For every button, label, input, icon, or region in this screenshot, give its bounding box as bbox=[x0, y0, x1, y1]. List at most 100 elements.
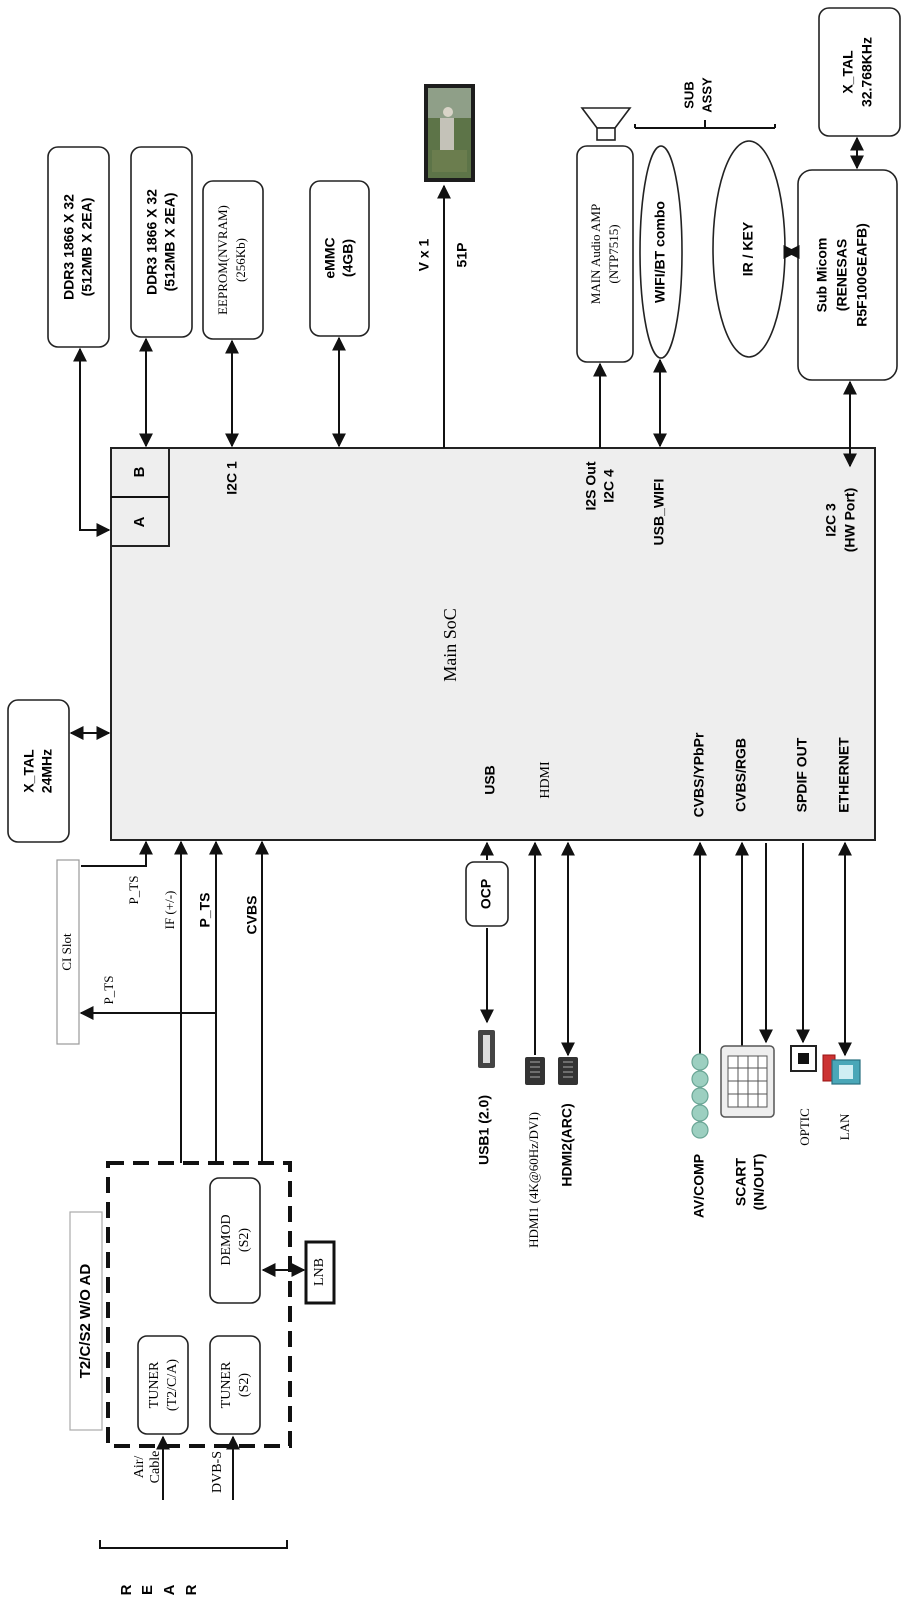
sub-micom-block: Sub Micom (RENESAS R5F100GEAFB) bbox=[797, 169, 898, 381]
micom-line1: Sub Micom bbox=[814, 238, 830, 313]
dvbs-label: DVB-S bbox=[210, 1451, 225, 1493]
xtal-32k-line1: X_TAL bbox=[840, 50, 856, 94]
port-a-label: A bbox=[131, 516, 148, 527]
ddr3-b-block: DDR3 1866 X 32 (512MB X 2EA) bbox=[130, 146, 193, 338]
xtal-32k-line2: 32.768KHz bbox=[859, 37, 875, 107]
ddr3-b-line2: (512MB X 2EA) bbox=[162, 193, 178, 292]
usb1-label: USB1 (2.0) bbox=[476, 1095, 492, 1165]
optic-label: OPTIC bbox=[797, 1108, 812, 1146]
speaker-icon bbox=[580, 107, 632, 141]
optical-port-icon bbox=[790, 1045, 817, 1072]
tuner-t2-line1: TUNER bbox=[147, 1361, 162, 1408]
svg-text:A: A bbox=[161, 1584, 178, 1595]
cvbs-rgb-label: CVBS/RGB bbox=[733, 738, 749, 812]
micom-line3: R5F100GEAFB) bbox=[854, 223, 870, 326]
spdif-out-label: SPDIF OUT bbox=[794, 737, 810, 812]
air-label-line1: Air/ bbox=[132, 1456, 147, 1479]
ddr3-a-line2: (512MB X 2EA) bbox=[79, 198, 95, 297]
usb-port-icon bbox=[478, 1030, 495, 1068]
i2s-out-label: I2S Out bbox=[583, 461, 599, 510]
rear-bracket bbox=[99, 1540, 288, 1549]
eeprom-line1: EEPROM(NVRAM) bbox=[215, 205, 230, 315]
xtal-24m-line2: 24MHz bbox=[39, 749, 55, 793]
emmc-line1: eMMC bbox=[322, 237, 338, 278]
port-b-label: B bbox=[131, 466, 148, 477]
ddr3-b-line1: DDR3 1866 X 32 bbox=[144, 189, 160, 295]
ocp-label: OCP bbox=[478, 879, 494, 909]
demod-block: DEMOD (S2) bbox=[209, 1177, 261, 1304]
micom-line2: (RENESAS bbox=[834, 239, 850, 311]
svg-text:R: R bbox=[118, 1584, 135, 1595]
tuner-title-box bbox=[69, 1211, 103, 1431]
i2c3-label: I2C 3 bbox=[823, 503, 839, 537]
wifi-bt-label: WIFI/BT combo bbox=[652, 201, 668, 303]
svg-text:R: R bbox=[183, 1584, 200, 1595]
svg-text:E: E bbox=[139, 1585, 156, 1595]
hdmi2-port-icon bbox=[558, 1057, 578, 1085]
lan-port-icon bbox=[822, 1054, 861, 1085]
sub-assy-line2: ASSY bbox=[699, 77, 714, 113]
sub-assy-bracket bbox=[634, 120, 776, 129]
bottom-connections bbox=[480, 841, 852, 1057]
av-comp-jack-icon bbox=[691, 1053, 709, 1139]
vx1-label: V x 1 bbox=[416, 238, 432, 271]
cvbs-ypbpr-label: CVBS/YPbPr bbox=[691, 732, 707, 817]
rear-label: R E A R bbox=[118, 1584, 200, 1595]
ddr3-a-line1: DDR3 1866 X 32 bbox=[61, 194, 77, 300]
hdmi1-label: HDMI1 (4K@60Hz/DVI) bbox=[526, 1112, 541, 1248]
top-connections bbox=[73, 136, 864, 537]
xtal-32k-block: X_TAL 32.768KHz bbox=[818, 7, 901, 137]
xtal-24m-line1: X_TAL bbox=[21, 749, 37, 793]
ci-slot-block: CI Slot bbox=[56, 859, 80, 1045]
hdmi1-port-icon bbox=[525, 1057, 545, 1085]
air-label-line2: Cable bbox=[148, 1451, 163, 1484]
ddr3-a-block: DDR3 1866 X 32 (512MB X 2EA) bbox=[47, 146, 110, 348]
if-label: IF (+/-) bbox=[162, 891, 177, 930]
lnb-block: LNB bbox=[304, 1240, 336, 1305]
ci-slot-label: CI Slot bbox=[59, 933, 74, 971]
51p-label: 51P bbox=[454, 243, 470, 268]
emmc-block: eMMC (4GB) bbox=[309, 180, 370, 337]
p-ts-bold-label: P_TS bbox=[197, 892, 213, 927]
amp-line2: (NTP7515) bbox=[606, 224, 621, 283]
display-panel-image bbox=[424, 84, 475, 182]
av-comp-label: AV/COMP bbox=[691, 1154, 707, 1218]
eeprom-line2: (256Kb) bbox=[233, 238, 248, 282]
usb-label: USB bbox=[482, 765, 498, 795]
xtal-24m-block: X_TAL 24MHz bbox=[7, 699, 70, 843]
wifi-bt-block: WIFI/BT combo bbox=[639, 145, 683, 359]
main-soc-block: A B Main SoC I2C 1 I2S Out I2C 4 USB_WIF… bbox=[110, 447, 876, 841]
cvbs-left-label: CVBS bbox=[244, 896, 260, 935]
tuner-s2-block: TUNER (S2) bbox=[209, 1335, 261, 1435]
ir-key-block: IR / KEY bbox=[712, 140, 786, 358]
usb-wifi-label: USB_WIFI bbox=[651, 479, 667, 546]
scart-connector-icon bbox=[720, 1045, 775, 1118]
tuner-s2-line2: (S2) bbox=[237, 1373, 252, 1397]
scart-label-line1: SCART bbox=[733, 1157, 749, 1206]
hdmi2-label: HDMI2(ARC) bbox=[559, 1103, 575, 1186]
scart-label-line2: (IN/OUT) bbox=[751, 1154, 767, 1211]
amp-line1: MAIN Audio AMP bbox=[588, 204, 603, 304]
tuner-section: T2/C/S2 W/O AD TUNER (T2/C/A) TUNER (S2)… bbox=[69, 1161, 336, 1500]
demod-line2: (S2) bbox=[237, 1228, 252, 1252]
main-soc-label: Main SoC bbox=[440, 608, 460, 682]
tuner-title: T2/C/S2 W/O AD bbox=[77, 1264, 94, 1379]
hdmi-label: HDMI bbox=[538, 761, 553, 799]
ir-key-label: IR / KEY bbox=[740, 221, 756, 276]
lan-label: LAN bbox=[837, 1113, 852, 1140]
sub-assy-line1: SUB bbox=[681, 81, 696, 108]
lnb-label: LNB bbox=[312, 1258, 327, 1286]
audio-amp-block: MAIN Audio AMP (NTP7515) bbox=[576, 145, 634, 363]
left-connections bbox=[79, 840, 269, 1163]
p-ts-lower-label: P_TS bbox=[101, 976, 116, 1005]
tuner-t2-line2: (T2/C/A) bbox=[165, 1359, 180, 1411]
p-ts-upper-label: P_TS bbox=[126, 876, 141, 905]
hw-port-label: (HW Port) bbox=[842, 488, 858, 553]
demod-line1: DEMOD bbox=[219, 1214, 234, 1265]
i2c1-label: I2C 1 bbox=[224, 461, 240, 495]
tuner-s2-line1: TUNER bbox=[219, 1361, 234, 1408]
eeprom-block: EEPROM(NVRAM) (256Kb) bbox=[202, 180, 264, 340]
i2c4-label: I2C 4 bbox=[601, 469, 617, 503]
tuner-t2-block: TUNER (T2/C/A) bbox=[137, 1335, 189, 1435]
